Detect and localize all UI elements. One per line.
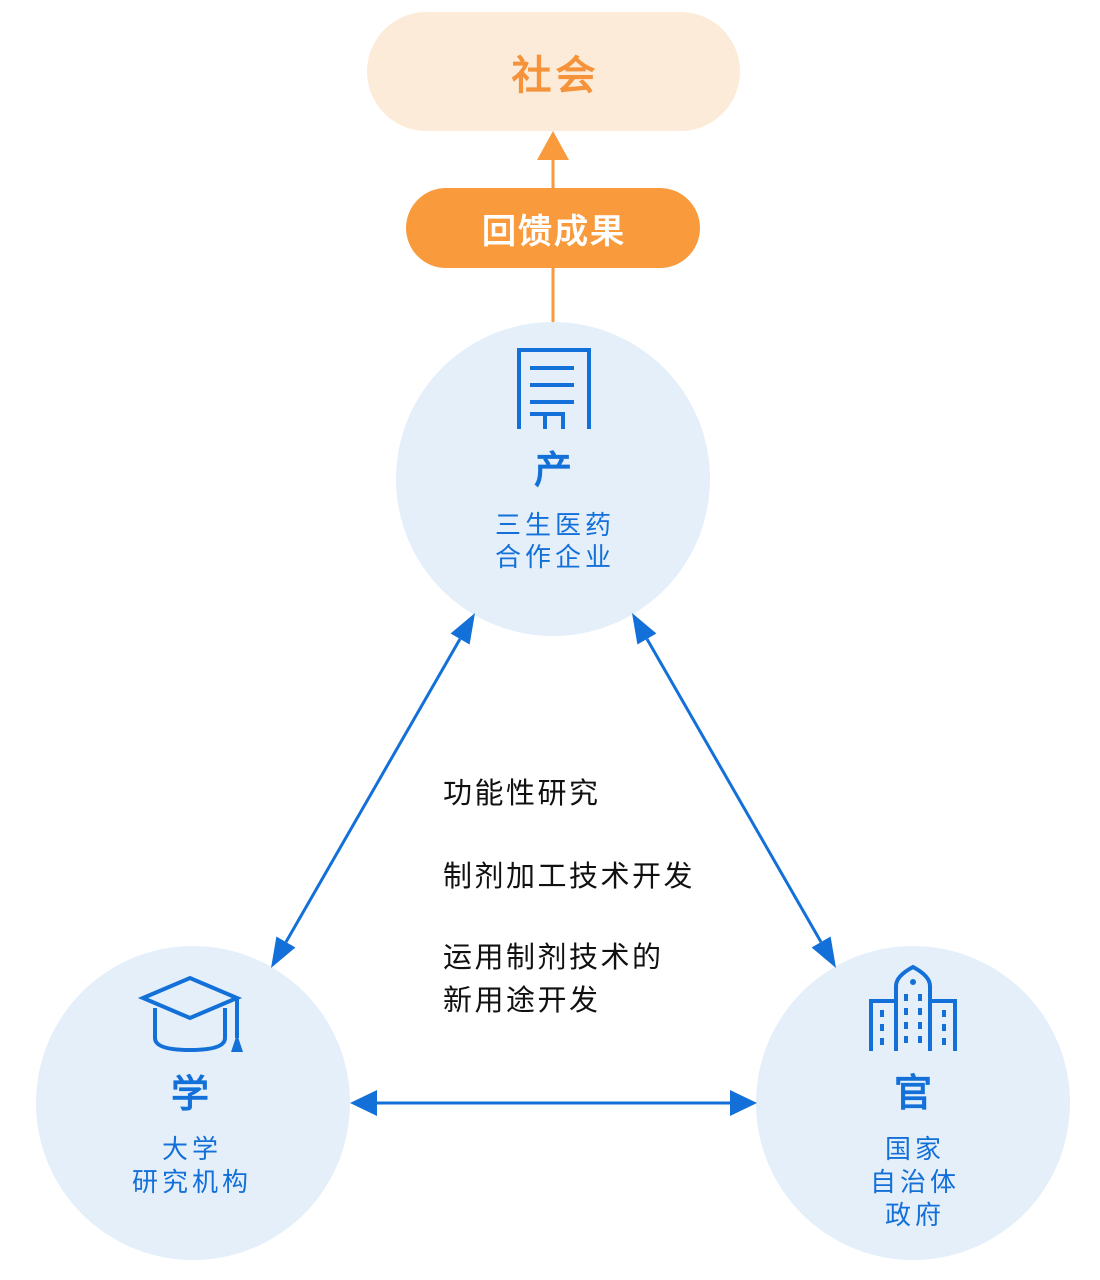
arrow-industry-academia-head-bottom xyxy=(271,936,296,968)
city-window xyxy=(942,1024,946,1031)
city-window xyxy=(918,994,922,1001)
city-window xyxy=(880,1038,884,1045)
city-buildings-icon xyxy=(869,964,957,1051)
office-building-door xyxy=(530,412,565,429)
city-window xyxy=(904,1008,908,1015)
graduation-cap-body xyxy=(153,1008,227,1053)
city-window xyxy=(880,1024,884,1031)
collaboration-item: 制剂加工技术开发 xyxy=(443,859,696,893)
city-building-right xyxy=(930,999,957,1051)
society-box: 社会 xyxy=(367,12,740,131)
city-window xyxy=(942,1038,946,1045)
arrow-industry-government-shaft xyxy=(645,638,823,943)
arrow-academia-government xyxy=(350,1090,757,1116)
industry-node-line: 三生医药 xyxy=(494,511,615,541)
city-building-left xyxy=(869,999,896,1051)
graduation-cap-icon xyxy=(137,975,243,1053)
collaboration-item: 功能性研究 xyxy=(443,776,601,810)
office-building-lines xyxy=(530,366,574,404)
city-window xyxy=(918,1008,922,1015)
graduation-cap-tassel xyxy=(231,1034,243,1052)
government-node-circle xyxy=(756,946,1070,1260)
city-window xyxy=(918,1022,922,1029)
city-window xyxy=(904,994,908,1001)
academia-node-line: 大学 xyxy=(161,1135,222,1165)
government-node-line: 自治体 xyxy=(869,1168,960,1198)
industry-node-title: 产 xyxy=(533,448,572,492)
academia-node-circle xyxy=(36,946,350,1260)
arrow-industry-academia xyxy=(271,613,475,968)
arrow-industry-government xyxy=(632,613,836,968)
academia-node-title: 学 xyxy=(170,1072,209,1116)
feedback-results-label: 回馈成果 xyxy=(482,211,626,252)
city-window xyxy=(904,1022,908,1029)
arrow-industry-academia-head-top xyxy=(450,613,475,645)
government-node-title: 官 xyxy=(893,1071,932,1115)
feedback-results-badge: 回馈成果 xyxy=(406,188,700,268)
academia-node-line: 研究机构 xyxy=(131,1168,252,1198)
arrow-industry-academia-shaft xyxy=(284,638,462,943)
city-window xyxy=(942,1010,946,1017)
office-building-outline xyxy=(517,348,591,429)
society-label: 社会 xyxy=(511,52,600,99)
industry-node-circle xyxy=(396,322,710,636)
collaboration-item: 运用制剂技术的 xyxy=(443,940,664,974)
feedback-arrow-head xyxy=(537,131,569,160)
city-window xyxy=(918,1036,922,1043)
government-node-line: 政府 xyxy=(884,1201,945,1231)
arrow-industry-government-head-top xyxy=(632,613,657,645)
arrow-academia-government-head-right xyxy=(730,1090,757,1116)
office-building-icon xyxy=(517,348,591,429)
city-building-top-window xyxy=(910,979,916,985)
city-window xyxy=(880,1010,884,1017)
city-building-center xyxy=(894,964,932,1051)
industry-node-line: 合作企业 xyxy=(494,543,615,573)
arrow-industry-government-head-bottom xyxy=(811,936,836,968)
city-window xyxy=(904,1036,908,1043)
arrow-academia-government-head-left xyxy=(350,1090,377,1116)
collaboration-item-continued: 新用途开发 xyxy=(443,983,601,1017)
government-node-line: 国家 xyxy=(884,1135,945,1165)
